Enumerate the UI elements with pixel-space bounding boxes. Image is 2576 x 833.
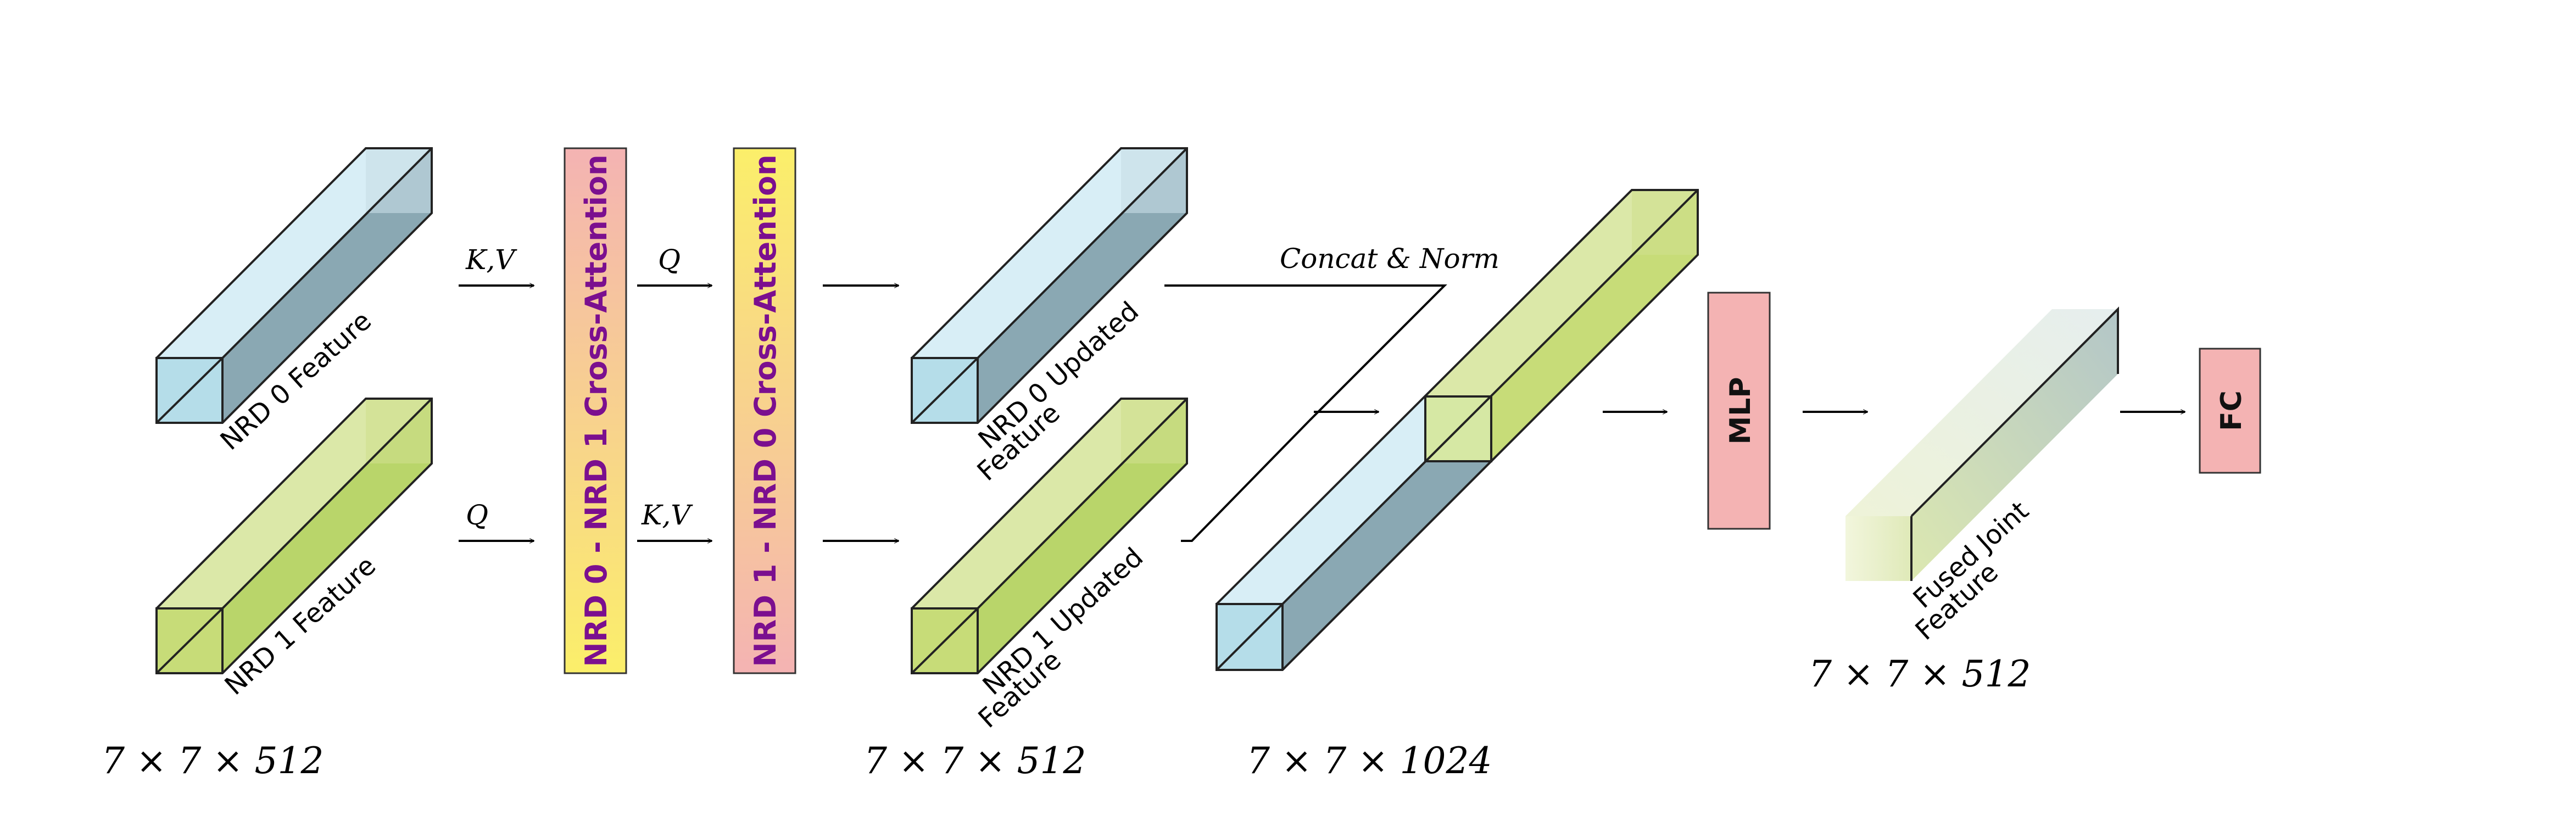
concat-feature-cuboid: [1215, 189, 1699, 671]
cross-attention-block-2: [733, 147, 796, 674]
dim-input: 7 × 7 × 512: [102, 740, 324, 782]
fc-block: [2199, 348, 2261, 474]
nrd1-updated-cuboid: [911, 398, 1188, 674]
mlp-block: [1707, 292, 1771, 530]
cross-attention-label-2: NRD 1 - NRD 0 Cross-Attention: [748, 154, 783, 667]
nrd0-updated-cuboid: [911, 147, 1188, 424]
dim-concat: 7 × 7 × 1024: [1247, 740, 1492, 782]
q-label-top: Q: [658, 244, 681, 276]
mlp-label: MLP: [1724, 377, 1757, 445]
dim-updated: 7 × 7 × 512: [864, 740, 1086, 782]
concat-line-top: [1164, 284, 1447, 422]
nrd0-feature-cuboid: [155, 147, 433, 424]
fc-label: FC: [2215, 390, 2248, 431]
kv-label-bottom: K,V: [641, 499, 693, 531]
dim-fused: 7 × 7 × 512: [1809, 653, 2031, 695]
q-label-bottom: Q: [466, 499, 488, 531]
cross-attention-block-1: [564, 147, 627, 674]
nrd1-feature-cuboid: [155, 398, 433, 674]
concat-line-bottom: [1181, 420, 1311, 542]
kv-label-top: K,V: [465, 244, 517, 276]
cross-attention-label-1: NRD 0 - NRD 1 Cross-Attention: [579, 154, 614, 667]
concat-norm-label: Concat & Norm: [1280, 243, 1499, 275]
fused-joint-feature-cuboid: [1845, 306, 2119, 581]
